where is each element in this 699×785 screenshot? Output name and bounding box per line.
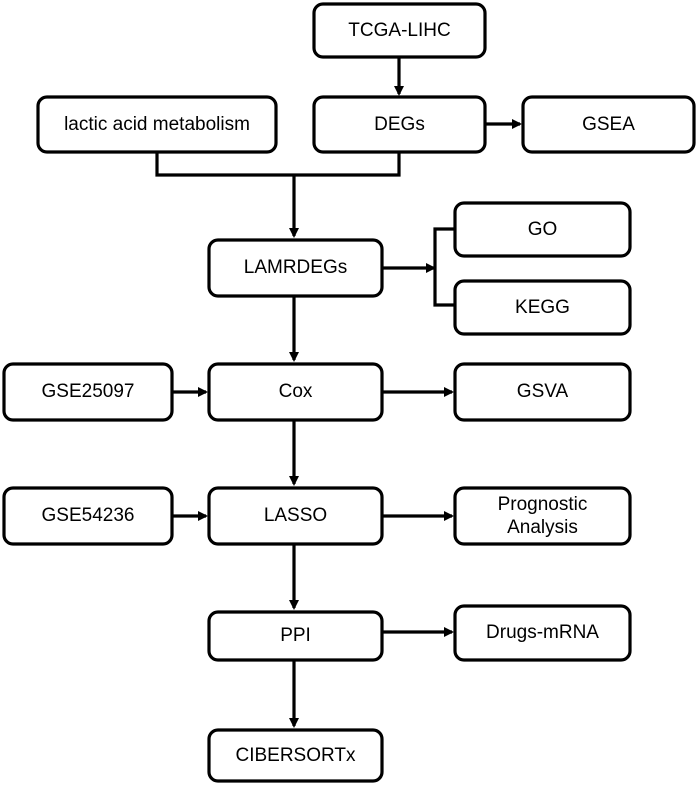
node-tcga-lihc: TCGA-LIHC [312, 2, 487, 59]
node-prognostic-analysis: Prognostic Analysis [453, 486, 632, 546]
node-kegg: KEGG [453, 279, 632, 336]
edges [155, 57, 522, 728]
node-lamrdegs-label: LAMRDEGs [244, 257, 347, 278]
node-cox-label: Cox [279, 381, 313, 402]
node-degs: DEGs [312, 95, 487, 154]
node-ppi: PPI [207, 610, 384, 662]
node-lamrdegs: LAMRDEGs [207, 238, 384, 298]
node-gsva-label: GSVA [517, 381, 569, 402]
edge-lactic-degs-merge [155, 152, 401, 177]
node-gse25097-label: GSE25097 [42, 381, 135, 402]
node-ppi-label: PPI [280, 625, 311, 646]
node-gse54236-label: GSE54236 [42, 505, 135, 526]
node-lasso: LASSO [207, 486, 384, 546]
node-degs-label: DEGs [374, 114, 425, 135]
node-go: GO [453, 201, 632, 258]
node-gsva: GSVA [453, 362, 632, 422]
node-go-label: GO [528, 219, 558, 240]
node-drugs-mrna: Drugs-mRNA [453, 604, 632, 662]
node-lactic-acid-metabolism-label: lactic acid metabolism [64, 114, 250, 135]
node-kegg-label: KEGG [515, 297, 570, 318]
node-cox: Cox [207, 362, 384, 422]
node-prognostic-label-line2: Analysis [507, 517, 578, 538]
node-cibersortx-label: CIBERSORTx [235, 745, 356, 766]
edge-split-go-kegg [433, 227, 455, 307]
node-gse25097: GSE25097 [2, 362, 174, 422]
node-tcga-lihc-label: TCGA-LIHC [348, 20, 450, 41]
node-prognostic-label-line1: Prognostic [498, 494, 588, 515]
node-lactic-acid-metabolism: lactic acid metabolism [36, 95, 278, 154]
node-gse54236: GSE54236 [2, 486, 174, 546]
node-drugs-mrna-label: Drugs-mRNA [486, 622, 599, 643]
node-gsea-label: GSEA [582, 114, 635, 135]
node-cibersortx: CIBERSORTx [207, 728, 384, 783]
node-gsea: GSEA [521, 95, 696, 154]
node-lasso-label: LASSO [264, 505, 327, 526]
